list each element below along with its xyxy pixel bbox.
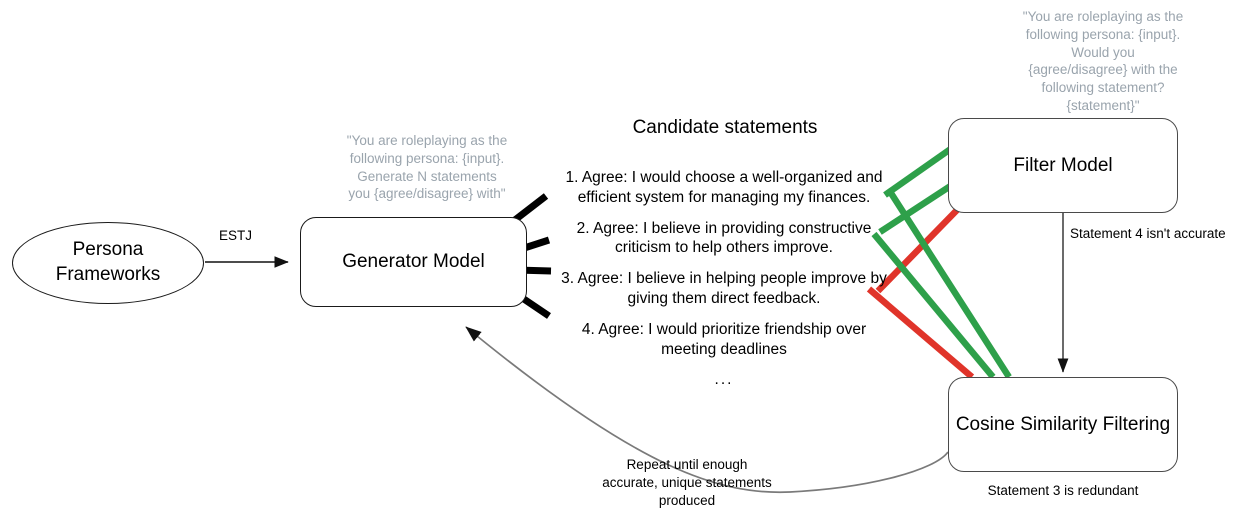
caption-statement-3-redundant: Statement 3 is redundant: [987, 483, 1139, 498]
candidate-statements-list: 1. Agree: I would choose a well-organize…: [549, 168, 899, 389]
generator-prompt-line-2: following persona: {input}.: [349, 150, 505, 166]
persona-label-line-1: Persona: [72, 239, 144, 261]
list-item: 3. Agree: I believe in helping people im…: [561, 270, 887, 308]
statements-ellipsis: ...: [714, 370, 734, 388]
edge-label-repeat-loop: Repeat until enough accurate, unique sta…: [577, 456, 797, 510]
node-cosine-similarity-filtering-label: Cosine Similarity Filtering: [955, 413, 1171, 435]
filter-prompt-line-4: {agree/disagree} with the: [1028, 62, 1178, 78]
candidate-statements-heading: Candidate statements: [632, 117, 818, 138]
note-generator-prompt: "You are roleplaying as the following pe…: [310, 132, 544, 203]
edge-label-estj: ESTJ: [219, 228, 253, 243]
filter-prompt-line-6: {statement}": [1066, 98, 1140, 114]
repeat-label-line-1: Repeat until enough: [626, 457, 748, 472]
generator-prompt-line-3: Generate N statements: [357, 168, 497, 184]
persona-label-line-2: Frameworks: [55, 264, 161, 285]
repeat-label-line-2: accurate, unique statements: [602, 474, 772, 490]
repeat-label-line-3: produced: [658, 492, 716, 508]
filter-prompt-line-2: following persona: {input}.: [1025, 26, 1181, 42]
node-persona-frameworks[interactable]: Persona Frameworks: [12, 222, 204, 304]
node-persona-frameworks-label: Persona Frameworks: [56, 238, 161, 287]
node-filter-model[interactable]: Filter Model: [948, 118, 1178, 213]
generator-prompt-line-1: "You are roleplaying as the: [346, 133, 508, 148]
list-item: 1. Agree: I would choose a well-organize…: [565, 169, 883, 206]
edge-label-statement-4-not-accurate: Statement 4 isn't accurate: [1070, 226, 1226, 241]
note-filter-prompt: "You are roleplaying as the following pe…: [968, 8, 1238, 115]
list-item: 4. Agree: I would prioritize friendship …: [581, 320, 867, 358]
node-cosine-similarity-filtering[interactable]: Cosine Similarity Filtering: [948, 377, 1178, 472]
filter-prompt-line-5: following statement?: [1041, 80, 1165, 96]
node-generator-model-label: Generator Model: [342, 251, 485, 273]
node-filter-model-label: Filter Model: [1013, 154, 1113, 176]
node-generator-model[interactable]: Generator Model: [300, 217, 527, 307]
filter-prompt-line-1: "You are roleplaying as the: [1022, 9, 1184, 24]
cosine-line-statement-1: [886, 188, 1012, 379]
generator-prompt-line-4: you {agree/disagree} with": [348, 186, 506, 202]
filter-prompt-line-3: Would you: [1071, 44, 1135, 60]
list-item: 2. Agree: I believe in providing constru…: [576, 219, 872, 257]
